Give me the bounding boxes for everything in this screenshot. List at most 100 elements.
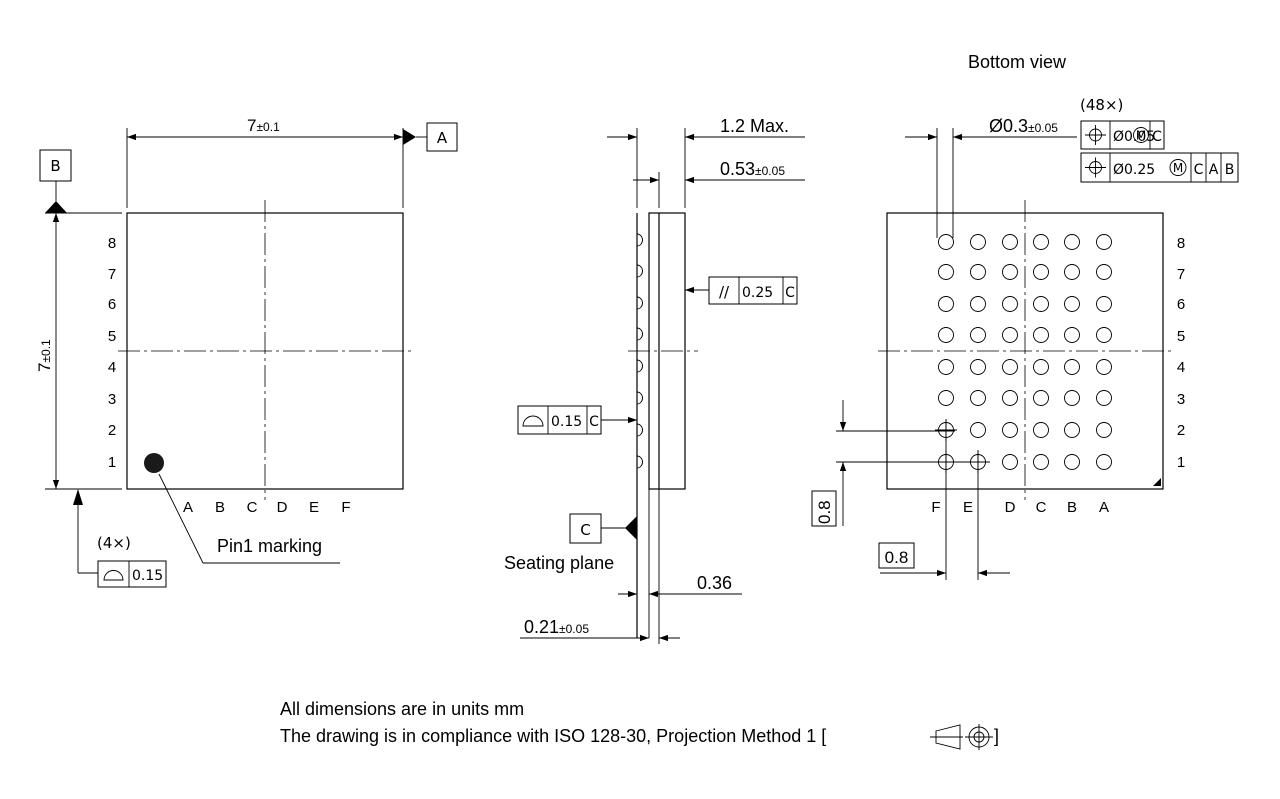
top-col-label: A xyxy=(183,499,193,516)
ball xyxy=(970,422,986,438)
ball xyxy=(1033,296,1049,312)
ball xyxy=(1002,234,1018,250)
bottom-row-label: 4 xyxy=(1177,359,1185,376)
seating-datum-box xyxy=(569,513,602,544)
flatness-value: 0.15 xyxy=(132,568,163,584)
bottom-view-title: Bottom view xyxy=(968,52,1067,72)
ball xyxy=(1096,422,1112,438)
top-row-label: 5 xyxy=(108,328,116,345)
pin1-leader xyxy=(158,473,204,564)
ball xyxy=(970,264,986,280)
side-ball xyxy=(636,327,643,341)
side-ball xyxy=(636,264,643,278)
ball xyxy=(1033,359,1049,375)
pitch-vertical: 0.8 xyxy=(815,500,834,524)
ball xyxy=(1096,454,1112,470)
datum-b-label: B xyxy=(50,157,60,175)
bottom-col-label: B xyxy=(1067,499,1077,516)
top-row-label: 2 xyxy=(108,422,116,439)
top-row-label: 4 xyxy=(108,359,116,376)
corner-mark xyxy=(1153,478,1161,486)
ball-count: (48×) xyxy=(1080,96,1123,114)
fcf2-datum: B xyxy=(1225,162,1235,178)
max-height-dimension: 1.2 Max. xyxy=(720,116,789,136)
flatness-arrow xyxy=(73,489,83,505)
ball xyxy=(1002,327,1018,343)
fcf2-datum: A xyxy=(1209,162,1219,178)
fcf2-value: Ø0.25 xyxy=(1113,162,1155,178)
ball xyxy=(938,264,954,280)
ball xyxy=(1096,234,1112,250)
ball xyxy=(938,359,954,375)
parallelism-frame xyxy=(708,276,798,305)
height-dimension: 7±0.1 xyxy=(35,339,54,372)
side-ball xyxy=(636,359,643,373)
parallelism-symbol: // xyxy=(719,283,730,301)
profile-surface-icon xyxy=(522,415,544,427)
datum-a-box xyxy=(426,122,458,152)
ball xyxy=(1096,327,1112,343)
ball xyxy=(970,359,986,375)
top-col-label: D xyxy=(277,499,288,516)
top-row-label: 6 xyxy=(108,296,116,313)
bottom-col-label: E xyxy=(963,499,973,516)
position-icon xyxy=(1085,157,1106,178)
pitch-v-box xyxy=(811,490,837,527)
ball-dimension: 0.36 xyxy=(697,573,732,593)
bottom-row-label: 3 xyxy=(1177,391,1185,408)
ball xyxy=(970,327,986,343)
top-row-label: 1 xyxy=(108,454,116,471)
seating-datum-label: C xyxy=(580,521,590,539)
ball xyxy=(1002,390,1018,406)
bottom-view: Bottom view Ø0.3±0.05 (48×) Ø0.05 M C xyxy=(811,52,1239,580)
ball xyxy=(970,296,986,312)
side-ball xyxy=(636,233,643,247)
datum-a-triangle xyxy=(403,129,416,145)
fcf1-datum: C xyxy=(1152,129,1162,145)
seating-triangle xyxy=(625,516,637,540)
datum-a-label: A xyxy=(437,129,448,147)
bottom-row-label: 2 xyxy=(1177,422,1185,439)
ball xyxy=(1096,264,1112,280)
side-ball xyxy=(636,455,643,469)
profile-datum: C xyxy=(589,414,599,430)
ball xyxy=(1033,234,1049,250)
datum-b-box xyxy=(39,149,72,182)
pitch-horizontal: 0.8 xyxy=(885,548,909,567)
bottom-row-label: 8 xyxy=(1177,235,1185,252)
body-dimension: 0.53±0.05 xyxy=(720,159,785,179)
fcf2-datum: C xyxy=(1194,162,1204,178)
ball xyxy=(1002,422,1018,438)
ball-grid xyxy=(935,234,1112,473)
pin1-label: Pin1 marking xyxy=(217,536,322,556)
ball xyxy=(1064,296,1080,312)
bottom-row-label: 1 xyxy=(1177,454,1185,471)
top-col-label: E xyxy=(309,499,319,516)
bottom-col-label: F xyxy=(931,499,940,516)
bottom-col-label: C xyxy=(1036,499,1047,516)
side-ball xyxy=(636,391,643,405)
fcf2-frame xyxy=(1080,152,1239,183)
fcf2-modifier: M xyxy=(1173,161,1183,175)
top-row-label: 7 xyxy=(108,266,116,283)
ball xyxy=(1033,422,1049,438)
ball xyxy=(1002,454,1018,470)
ball xyxy=(1064,264,1080,280)
top-row-label: 3 xyxy=(108,391,116,408)
bottom-row-label: 5 xyxy=(1177,328,1185,345)
flatness-count: (4×) xyxy=(97,534,131,552)
ball xyxy=(1033,264,1049,280)
units-note: All dimensions are in units mm xyxy=(280,699,525,719)
pitch-h-box xyxy=(878,542,915,569)
ball xyxy=(1096,390,1112,406)
ball xyxy=(1096,359,1112,375)
parallelism-value: 0.25 xyxy=(742,285,773,301)
ball xyxy=(1064,327,1080,343)
compliance-note-end: ] xyxy=(994,726,1000,746)
position-icon xyxy=(1085,125,1106,145)
ball-diameter: Ø0.3±0.05 xyxy=(989,116,1058,136)
pin1-dot xyxy=(144,453,164,473)
top-view: 7±0.1 A 7±0.1 B 8 7 6 5 4 3 2 1 A B C D … xyxy=(35,116,458,588)
mmc-icon xyxy=(1169,159,1187,176)
